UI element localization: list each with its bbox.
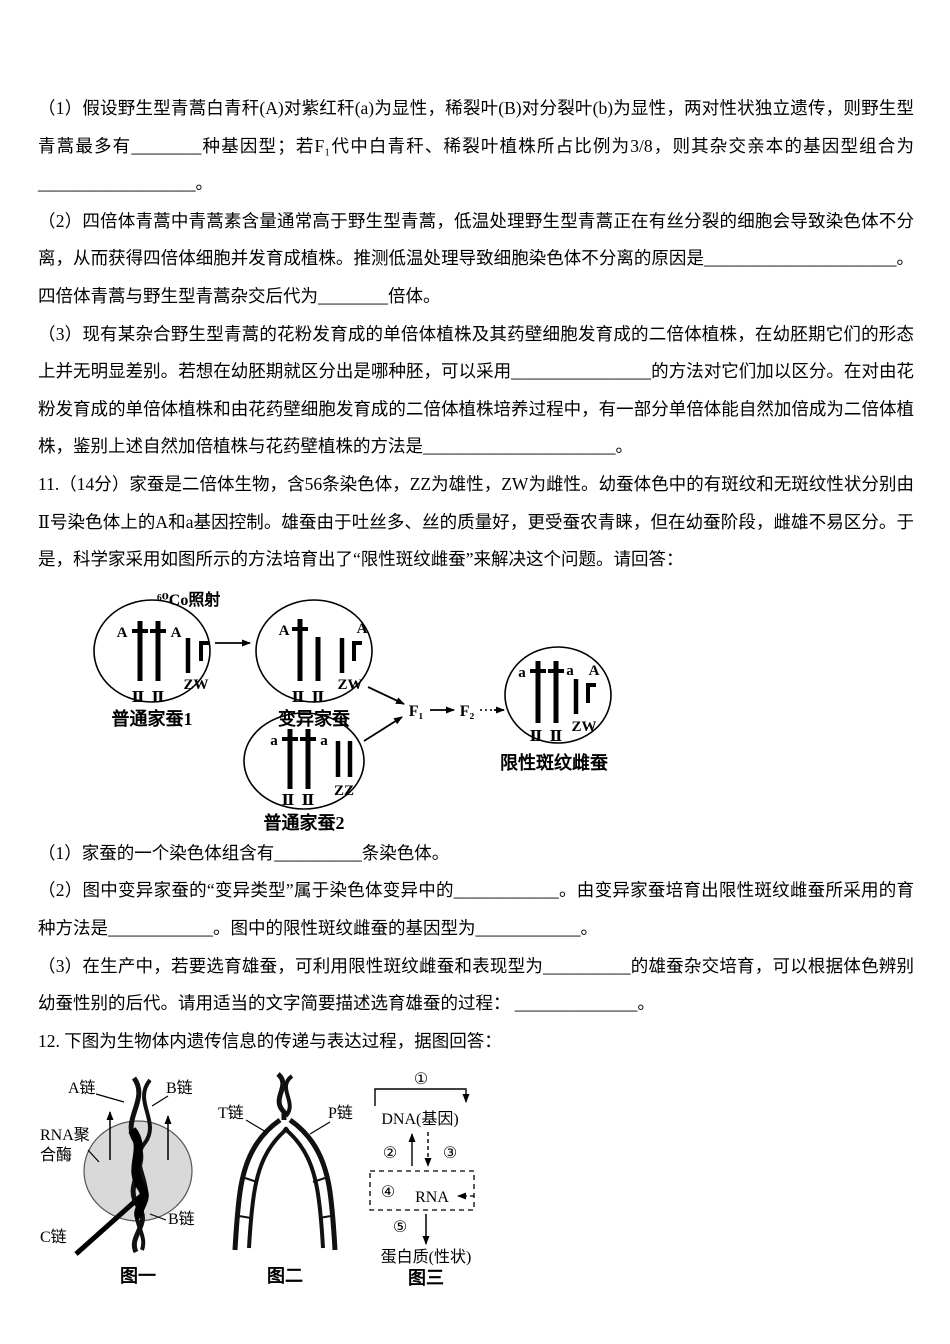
strand-a-label: A链 xyxy=(68,1079,96,1097)
allele-label: A xyxy=(171,625,182,641)
chromosome-ii-label: Ⅱ xyxy=(152,690,165,706)
sex-chromosome-label: ZW xyxy=(571,719,596,735)
allele-label: a xyxy=(320,733,328,749)
cross-arrow-from-normal2 xyxy=(363,715,403,742)
silkworm-breeding-svg: ⁶⁰Co照射 A A Ⅱ Ⅱ ZW 普通家蚕1 xyxy=(93,590,612,833)
strand-c-label: C链 xyxy=(40,1228,67,1246)
rna-node: RNA xyxy=(415,1189,449,1206)
question-12-intro: 12. 下图为生物体内遗传信息的传递与表达过程，据图回答： xyxy=(38,1030,502,1051)
right-arm-strand xyxy=(282,1126,325,1249)
figure-1-transcription: A链 B链 RNA聚 合酶 C链 B链 图一 xyxy=(40,1076,195,1286)
label-pointer xyxy=(95,1093,125,1103)
question-11-sub-3: （3）在生产中，若要选育雄蚕，可利用限性斑纹雌蚕和表现型为__________的… xyxy=(38,955,914,1014)
cell-caption: 变异家蚕 xyxy=(278,708,351,729)
cross-arrow-from-mutant xyxy=(367,685,405,705)
strand-b-bottom-label: B链 xyxy=(168,1210,195,1228)
figure-3-central-dogma: ① DNA(基因) ② ③ ④ RNA ⑤ 蛋白质(性状) 图三 xyxy=(369,1071,475,1288)
step-2-label: ② xyxy=(383,1145,397,1162)
f1-label: F₁ xyxy=(409,703,424,720)
question-11-sub-1: （1）家蚕的一个染色体组含有__________条染色体。 xyxy=(38,842,450,863)
helix-stem xyxy=(276,1072,287,1121)
rung xyxy=(244,1177,258,1184)
sex-chromosome-label: ZZ xyxy=(334,783,354,799)
w-chromosome xyxy=(199,640,209,661)
helix-stem xyxy=(284,1074,294,1118)
rung xyxy=(318,1215,332,1220)
cell-normal-silkworm-2: a a ZZ Ⅱ Ⅱ 普通家蚕2 xyxy=(243,711,365,833)
chromosome-ii-label: Ⅱ xyxy=(292,690,305,706)
rna-label-backdrop xyxy=(410,1184,454,1207)
question-10-part-3: （3）现有某杂合野生型青蒿的花粉发育成的单倍体植株及其药壁细胞发育成的二倍体植株… xyxy=(38,323,914,457)
figure-3-caption: 图三 xyxy=(408,1268,444,1288)
translocated-allele-label: A xyxy=(589,663,600,679)
question-10-part-1: （1）假设野生型青蒿白青秆(A)对紫红秆(a)为显性，稀裂叶(B)对分裂叶(b)… xyxy=(38,98,914,194)
question-10-part-2: （2）四倍体青蒿中青蒿素含量通常高于野生型青蒿，低温处理野生型青蒿正在有丝分裂的… xyxy=(38,210,914,306)
cell-membrane xyxy=(93,598,211,703)
left-arm-strand xyxy=(247,1126,290,1249)
silkworm-breeding-diagram: ⁶⁰Co照射 A A Ⅱ Ⅱ ZW 普通家蚕1 xyxy=(52,583,914,833)
figure-1-caption: 图一 xyxy=(120,1266,156,1286)
label-pointer xyxy=(87,1149,100,1163)
strand-t-label: T链 xyxy=(218,1104,244,1122)
rung xyxy=(312,1177,326,1184)
sex-chromosome-label: ZW xyxy=(337,677,362,693)
chromosome-ii-label: Ⅱ xyxy=(530,729,543,745)
cell-limited-striped-female: a a A ZW Ⅱ Ⅱ 限性斑纹雌蚕 xyxy=(500,645,612,773)
strand-p-label: P链 xyxy=(328,1104,353,1122)
left-arm-strand xyxy=(232,1118,282,1251)
w-chromosome xyxy=(586,682,596,703)
f2-label: F₂ xyxy=(460,703,475,720)
question-11-sub-2: （2）图中变异家蚕的“变异类型”属于染色体变异中的____________。由变… xyxy=(38,880,914,938)
sex-chromosome-label: ZW xyxy=(183,677,208,693)
w-chromosome xyxy=(352,640,362,661)
allele-label: a xyxy=(270,733,278,749)
allele-label: A xyxy=(279,623,290,639)
protein-node: 蛋白质(性状) xyxy=(381,1248,472,1266)
step-3-label: ③ xyxy=(443,1145,457,1162)
cell-normal-silkworm-1: A A Ⅱ Ⅱ ZW 普通家蚕1 xyxy=(93,598,211,729)
exam-page: （1）假设野生型青蒿白青秆(A)对紫红秆(a)为显性，稀裂叶(B)对分裂叶(b)… xyxy=(38,98,914,1290)
label-pointer xyxy=(309,1121,331,1135)
label-pointer xyxy=(245,1119,267,1133)
genetic-information-svg: A链 B链 RNA聚 合酶 C链 B链 图一 xyxy=(40,1071,475,1288)
allele-label: A xyxy=(117,625,128,641)
allele-label: a xyxy=(518,665,526,681)
dna-node: DNA(基因) xyxy=(381,1110,458,1128)
rna-polymerase-label-line2: 合酶 xyxy=(40,1146,72,1164)
figure-2-replication-fork: T链 P链 图二 xyxy=(218,1072,353,1286)
right-arm-strand xyxy=(288,1118,338,1251)
label-pointer xyxy=(149,1213,167,1221)
chromosome-ii-label: Ⅱ xyxy=(302,793,315,809)
cell-membrane xyxy=(255,598,373,703)
translocated-allele-label: A xyxy=(357,621,368,637)
strand-b-top-label: B链 xyxy=(166,1079,193,1097)
cell-caption: 普通家蚕2 xyxy=(264,812,345,833)
rna-polymerase-label-line1: RNA聚 xyxy=(40,1127,90,1144)
step-1-replication-label: ① xyxy=(414,1071,428,1088)
chromosome-ii-label: Ⅱ xyxy=(550,729,563,745)
chromosome-ii-label: Ⅱ xyxy=(282,793,295,809)
chromosome-ii-label: Ⅱ xyxy=(132,690,145,706)
rung xyxy=(238,1215,252,1220)
cell-caption: 普通家蚕1 xyxy=(112,708,193,729)
step-4-label: ④ xyxy=(381,1184,395,1201)
allele-label: a xyxy=(566,663,574,679)
rna-transcript-strand xyxy=(74,1194,143,1257)
question-11-intro: 11.（14分）家蚕是二倍体生物，含56条染色体，ZZ为雄性，ZW为雌性。幼蚕体… xyxy=(38,473,914,570)
cobalt-irradiation-label: ⁶⁰Co照射 xyxy=(157,590,220,609)
cell-membrane xyxy=(504,645,612,744)
cell-caption: 限性斑纹雌蚕 xyxy=(500,752,609,773)
dna-helix-dense xyxy=(128,1127,149,1221)
genetic-information-diagram: A链 B链 RNA聚 合酶 C链 B链 图一 xyxy=(38,1068,914,1290)
label-pointer xyxy=(151,1095,169,1107)
replication-loop-arrow xyxy=(374,1088,470,1107)
dna-strand xyxy=(134,1079,152,1251)
cell-membrane xyxy=(243,711,365,810)
chromosome-ii-label: Ⅱ xyxy=(312,690,325,706)
cell-mutant-silkworm: A A Ⅱ Ⅱ ZW 变异家蚕 xyxy=(255,598,373,729)
step-5-label: ⑤ xyxy=(393,1219,407,1236)
figure-2-caption: 图二 xyxy=(267,1266,303,1286)
